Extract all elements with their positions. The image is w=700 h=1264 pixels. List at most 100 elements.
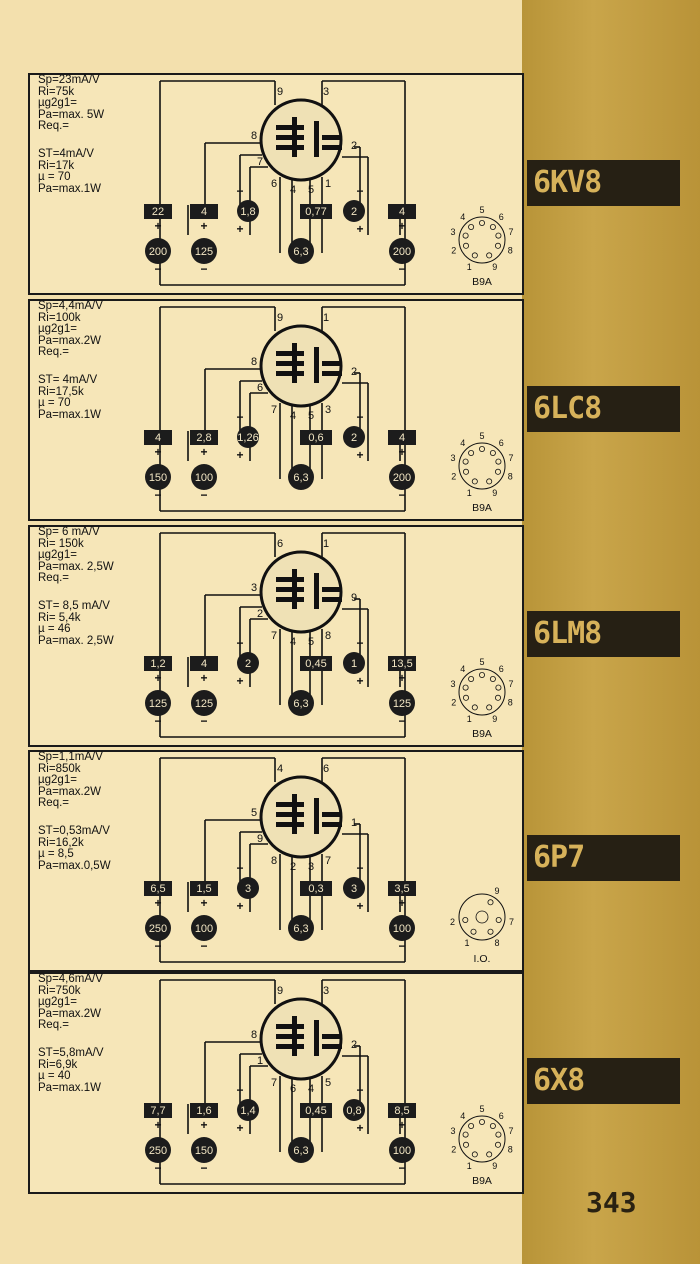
voltage-marker: 4 [388,430,416,445]
pin-number: 4 [290,184,296,196]
supply-disc [191,690,217,716]
supply-disc [191,1137,217,1163]
pin-number: 4 [277,763,283,775]
voltage-value: 0,8 [346,1105,361,1117]
polarity-mark: − [200,939,207,953]
voltage-box [144,881,172,896]
pin-number: 9 [277,985,283,997]
voltage-disc [237,1099,259,1121]
pin-number: 9 [277,312,283,324]
supply-value: 100 [195,472,213,484]
supply-value: 200 [393,472,411,484]
voltage-disc [237,877,259,899]
voltage-disc [343,200,365,222]
supply-voltage: 125 [191,690,217,716]
socket-pin [471,704,478,711]
pin-number: 5 [325,1077,331,1089]
socket-pin [468,449,475,456]
voltage-marker: 2 [343,426,365,448]
pin-number: 7 [271,404,277,416]
socket-pin [462,684,469,691]
pin-number: 2 [351,1039,357,1051]
pin-number: 3 [325,404,331,416]
socket-pin-number: 3 [450,227,455,237]
socket-pin [486,252,493,259]
voltage-value: 7,7 [150,1105,165,1117]
spec-line-pentode: µg2g1= [38,97,77,110]
voltage-box [190,430,218,445]
socket-pin-number: 6 [499,212,504,222]
electrode [276,1024,304,1029]
supply-disc [145,1137,171,1163]
electrode [276,1044,304,1049]
pin-number: 4 [290,410,296,422]
supply-value: 100 [393,923,411,935]
spec-line-triode: µ = 46 [38,623,71,636]
voltage-marker: 1,26 [237,426,259,448]
socket-pin-number: 7 [508,1126,513,1136]
socket-pin-number: 5 [479,657,484,667]
supply-value: 250 [149,923,167,935]
socket-pin [494,1141,501,1148]
spec-line-pentode: µg2g1= [38,774,77,787]
supply-voltage: 6,3 [288,238,314,264]
polarity-mark: + [356,674,363,688]
socket-pin-number: 4 [460,438,465,448]
polarity-mark: + [154,445,161,459]
supply-voltage: 100 [389,915,415,941]
voltage-marker: 1,5 [190,881,218,896]
voltage-marker: 8,5 [388,1103,416,1118]
electrode [322,135,342,140]
voltage-marker: 4 [144,430,172,445]
electrode [292,1016,297,1056]
electrode [322,1044,342,1049]
supply-disc [389,1137,415,1163]
socket-pin-number: 4 [460,212,465,222]
voltage-marker: 1,6 [190,1103,218,1118]
polarity-mark: + [398,1118,405,1132]
electrode [276,145,304,150]
socket-pin [468,1122,475,1129]
polarity-mark: + [200,1118,207,1132]
socket-pin [478,445,485,452]
polarity-mark: − [200,262,207,276]
voltage-marker: 4 [388,204,416,219]
voltage-marker: 3 [237,877,259,899]
spec-line-pentode: Pa=max.2W [38,785,101,798]
socket-pin-number: 9 [492,262,497,272]
spec-line-pentode: Req.= [38,346,70,359]
pin-number: 1 [323,538,329,550]
socket-pin [462,242,469,249]
polarity-mark: − [356,184,363,198]
voltage-marker: 3,5 [388,881,416,896]
polarity-mark: + [398,219,405,233]
electrode [314,1020,319,1056]
polarity-mark: + [356,1121,363,1135]
supply-voltage: 150 [145,464,171,490]
spec-line-triode: ST=4mA/V [38,147,94,160]
pin-number: 1 [257,1055,263,1067]
electrode [276,597,304,602]
voltage-marker: 4 [190,656,218,671]
voltage-value: 4 [201,206,207,218]
voltage-value: 22 [152,206,164,218]
supply-voltage: 250 [145,915,171,941]
electrode [322,145,342,150]
supply-disc [389,915,415,941]
voltage-marker: 2,8 [190,430,218,445]
supply-disc [288,464,314,490]
socket-pin-number: 8 [508,697,513,707]
voltage-marker: 1 [343,652,365,674]
socket-pin-number: 8 [494,938,499,948]
socket-outline [458,668,506,716]
supply-voltage: 125 [145,690,171,716]
voltage-box [190,1103,218,1118]
electrode [292,794,297,834]
voltage-value: 3 [351,883,357,895]
pin-number: 3 [323,985,329,997]
spec-line-pentode: Sp=4,4mA/V [38,300,103,312]
spec-line-triode: µ = 70 [38,397,71,410]
voltage-box [388,204,416,219]
